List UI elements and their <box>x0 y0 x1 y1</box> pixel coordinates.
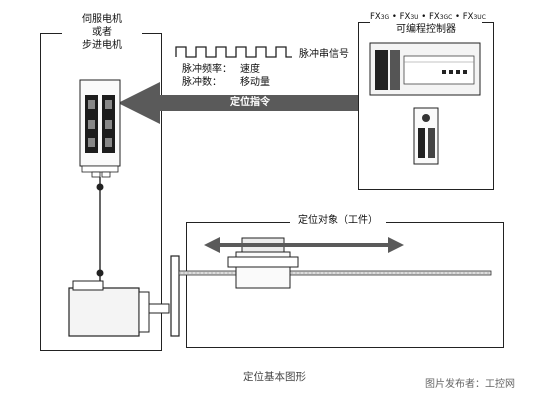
servo-header-line1: 伺服电机 <box>82 14 122 25</box>
pulse-waveform <box>175 46 292 58</box>
movement-arrow <box>204 237 404 253</box>
pulse-freq-value: 速度 <box>240 64 260 75</box>
plc-main-unit <box>369 42 481 96</box>
plc-model-4-suffix: 3UC <box>473 14 486 21</box>
plc-model-2-prefix: • FX <box>389 12 411 22</box>
servo-header-line3: 步进电机 <box>82 40 122 51</box>
plc-models: FX3G • FX3U • FX3GC • FX3UC <box>370 11 486 24</box>
command-label: 定位指令 <box>230 97 270 108</box>
caption: 定位基本图形 <box>243 371 306 383</box>
plc-header: FX3G • FX3U • FX3GC • FX3UC 可编程控制器 <box>370 11 486 36</box>
ball-screw <box>178 270 492 276</box>
servo-motor <box>68 280 170 337</box>
target-label: 定位对象（工件） <box>290 214 386 227</box>
servo-header-line2: 或者 <box>92 27 112 38</box>
pulse-count-label: 脉冲数： <box>182 77 222 88</box>
plc-title: 可编程控制器 <box>396 24 456 35</box>
pulse-train-label: 脉冲串信号 <box>299 49 349 60</box>
plc-model-4-prefix: • FX <box>452 12 474 22</box>
pulse-count-value: 移动量 <box>240 77 270 88</box>
plc-module <box>413 107 439 165</box>
plc-model-3-prefix: • FX <box>418 12 440 22</box>
pulse-freq-label: 脉冲频率： <box>182 64 232 75</box>
plc-model-1-prefix: FX <box>370 12 381 22</box>
servo-header: 伺服电机 或者 步进电机 <box>62 13 142 52</box>
plc-model-2-suffix: 3U <box>410 14 419 21</box>
plc-model-1-suffix: 3G <box>380 14 390 21</box>
source-credit: 图片发布者：工控网 <box>425 379 515 390</box>
servo-amplifier <box>79 79 121 178</box>
plc-model-3-suffix: 3GC <box>439 14 453 21</box>
command-arrow <box>118 82 358 124</box>
